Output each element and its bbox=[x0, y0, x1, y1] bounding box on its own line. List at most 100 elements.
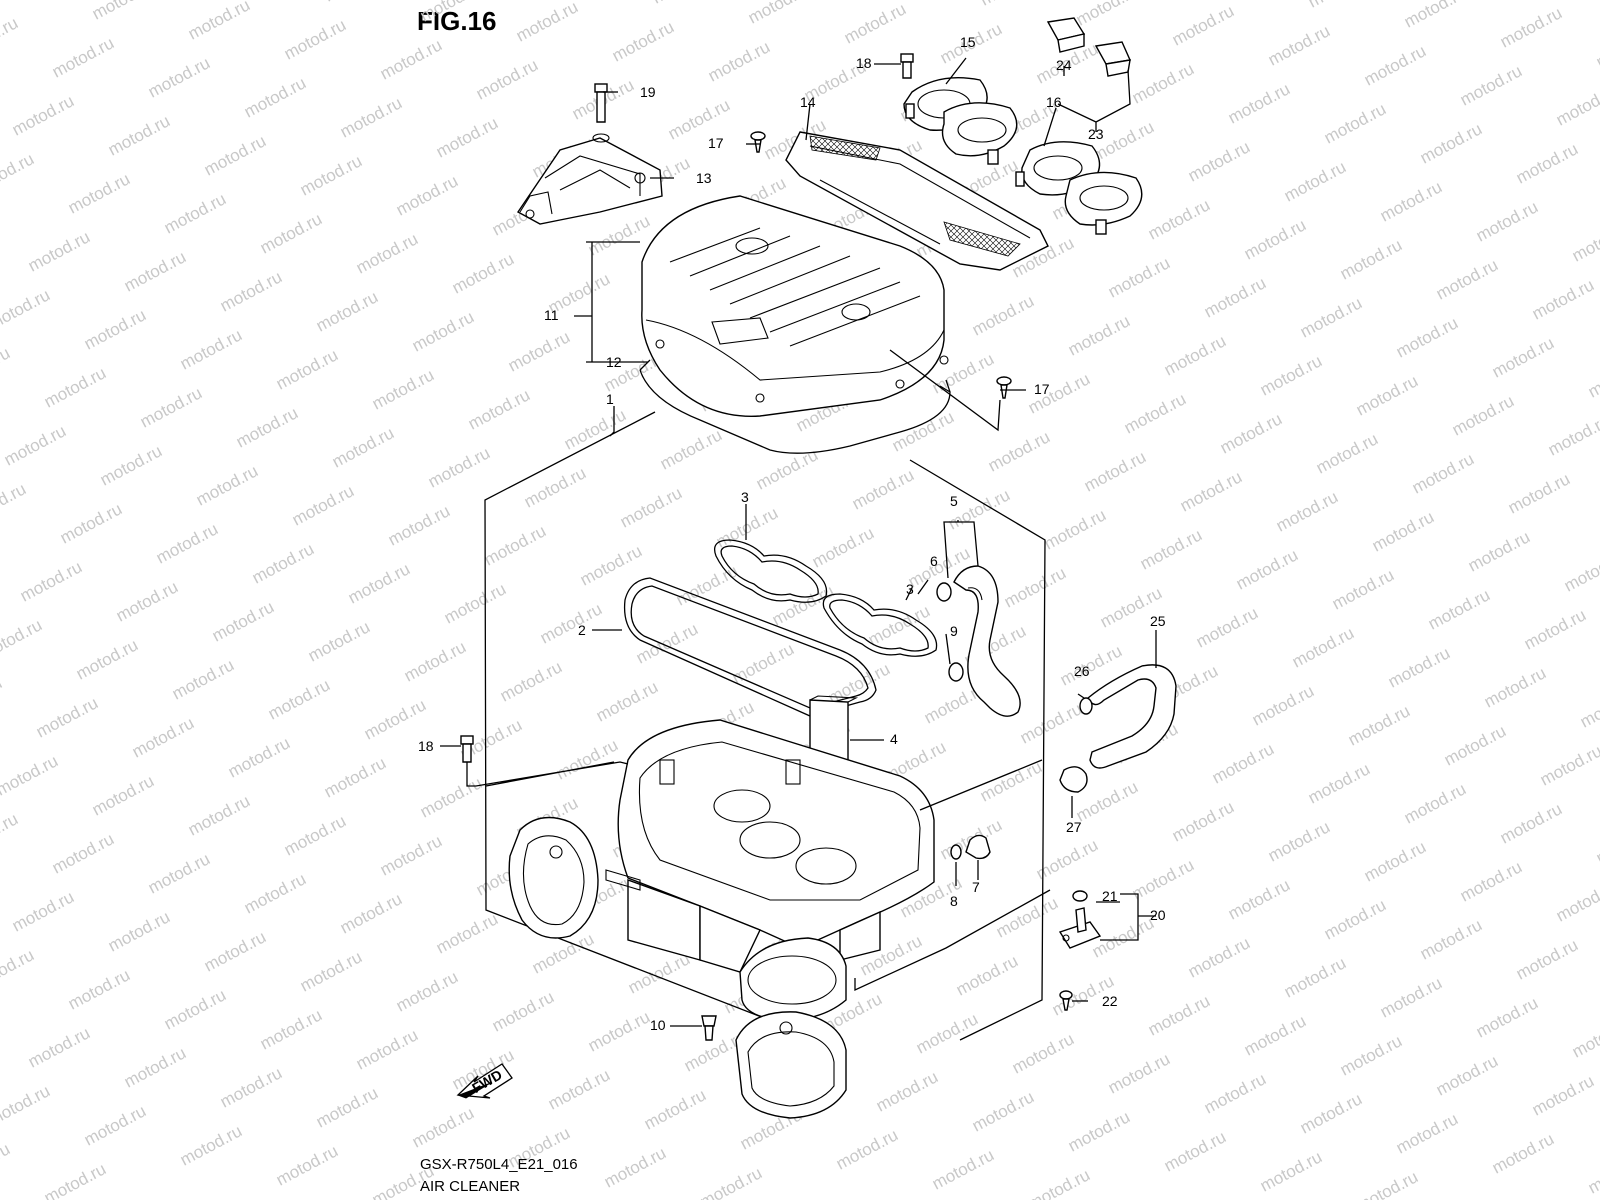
callout-19: 19 bbox=[640, 84, 656, 100]
drain-20[interactable] bbox=[1058, 907, 1102, 949]
callout-22: 22 bbox=[1102, 993, 1118, 1009]
watermark-text: motod.ru bbox=[585, 211, 653, 259]
clamp-27[interactable] bbox=[1059, 766, 1088, 793]
watermark-text: motod.ru bbox=[129, 713, 197, 761]
watermark-text: motod.ru bbox=[1065, 311, 1133, 359]
watermark-text: motod.ru bbox=[1009, 1029, 1077, 1077]
watermark-text: motod.ru bbox=[65, 169, 133, 217]
hose-5[interactable] bbox=[953, 565, 1021, 717]
seal-2[interactable] bbox=[623, 577, 877, 717]
velocity-stack-15[interactable] bbox=[903, 77, 1018, 165]
watermark-text: motod.ru bbox=[289, 481, 357, 529]
watermark-text: motod.ru bbox=[97, 441, 165, 489]
outlet-duct[interactable] bbox=[739, 937, 847, 1021]
watermark-text: motod.ru bbox=[1241, 215, 1309, 263]
watermark-text: motod.ru bbox=[1465, 527, 1533, 575]
watermark-text: motod.ru bbox=[193, 461, 261, 509]
air-cleaner-cap-11[interactable] bbox=[641, 195, 949, 417]
watermark-text: motod.ru bbox=[177, 325, 245, 373]
watermark-text: motod.ru bbox=[33, 693, 101, 741]
watermark-text: motod.ru bbox=[305, 617, 373, 665]
watermark-text: motod.ru bbox=[217, 1063, 285, 1111]
callout-18-top: 18 bbox=[856, 55, 872, 71]
watermark-text: motod.ru bbox=[241, 869, 309, 917]
watermark-text: motod.ru bbox=[49, 829, 117, 877]
watermark-text: motod.ru bbox=[257, 1005, 325, 1053]
callout-15: 15 bbox=[960, 34, 976, 50]
fwd-arrow-icon: FWD bbox=[456, 1063, 513, 1099]
gasket-12[interactable] bbox=[639, 359, 951, 454]
watermark-text: motod.ru bbox=[497, 657, 565, 705]
sensor-23[interactable] bbox=[1094, 41, 1132, 77]
watermark-text: motod.ru bbox=[1489, 333, 1557, 381]
cap-7[interactable] bbox=[965, 834, 991, 860]
velocity-stack-16[interactable] bbox=[1015, 141, 1143, 235]
watermark-text: motod.ru bbox=[1137, 525, 1205, 573]
watermark-text: motod.ru bbox=[25, 227, 93, 275]
watermark-text: motod.ru bbox=[0, 945, 37, 993]
watermark-text: motod.ru bbox=[233, 403, 301, 451]
hose-25[interactable] bbox=[1087, 664, 1177, 769]
watermark-text: motod.ru bbox=[481, 521, 549, 569]
watermark-text: motod.ru bbox=[273, 345, 341, 393]
watermark-text: motod.ru bbox=[369, 365, 437, 413]
watermark-text: motod.ru bbox=[185, 0, 253, 44]
watermark-text: motod.ru bbox=[1377, 973, 1445, 1021]
clamp-8[interactable] bbox=[950, 844, 962, 860]
watermark-text: motod.ru bbox=[1289, 623, 1357, 671]
screw-22[interactable] bbox=[1059, 990, 1073, 1011]
screw-17-top[interactable] bbox=[750, 131, 766, 153]
watermark-text: motod.ru bbox=[145, 53, 213, 101]
watermark-text: motod.ru bbox=[81, 305, 149, 353]
watermark-text: motod.ru bbox=[1001, 563, 1069, 611]
watermark-text: motod.ru bbox=[313, 1083, 381, 1131]
bolt-19[interactable] bbox=[592, 83, 610, 143]
watermark-text: motod.ru bbox=[209, 597, 277, 645]
watermark-text: motod.ru bbox=[1497, 799, 1565, 847]
watermark-text: motod.ru bbox=[273, 1141, 341, 1189]
seal-3-upper[interactable] bbox=[713, 539, 828, 603]
watermark-text: motod.ru bbox=[1593, 23, 1600, 71]
watermark-text: motod.ru bbox=[441, 579, 509, 627]
seal-3-lower[interactable] bbox=[822, 593, 938, 657]
clamp-9[interactable] bbox=[948, 662, 964, 682]
callout-5: 5 bbox=[950, 493, 958, 509]
watermark-text: motod.ru bbox=[1241, 1011, 1309, 1059]
watermark-text: motod.ru bbox=[1417, 915, 1485, 963]
watermark-text: motod.ru bbox=[65, 965, 133, 1013]
watermark-text: motod.ru bbox=[1569, 217, 1600, 265]
clamp-6[interactable] bbox=[936, 582, 952, 602]
rivet-10[interactable] bbox=[701, 1015, 717, 1041]
bolt-18-lower[interactable] bbox=[460, 735, 474, 763]
intake-snorkel[interactable] bbox=[508, 816, 599, 939]
watermark-text: motod.ru bbox=[1105, 253, 1173, 301]
bolt-18-top[interactable] bbox=[900, 53, 914, 79]
callout-25: 25 bbox=[1150, 613, 1166, 629]
duct-cover[interactable] bbox=[735, 1011, 847, 1119]
watermark-text: motod.ru bbox=[1121, 389, 1189, 437]
watermark-text: motod.ru bbox=[1361, 41, 1429, 89]
watermark-text: motod.ru bbox=[1529, 1071, 1597, 1119]
clamp-26[interactable] bbox=[1079, 697, 1093, 715]
watermark-text: motod.ru bbox=[1417, 119, 1485, 167]
watermark-text: motod.ru bbox=[913, 1009, 981, 1057]
watermark-text: motod.ru bbox=[433, 909, 501, 957]
watermark-text: motod.ru bbox=[1521, 605, 1589, 653]
watermark-text: motod.ru bbox=[1473, 993, 1541, 1041]
watermark-text: motod.ru bbox=[593, 677, 661, 725]
connector-24[interactable] bbox=[1046, 17, 1086, 53]
watermark-text: motod.ru bbox=[1073, 0, 1141, 30]
watermark-text: motod.ru bbox=[969, 1087, 1037, 1135]
watermark-text: motod.ru bbox=[809, 523, 877, 571]
screw-17-right[interactable] bbox=[996, 376, 1012, 399]
watermark-text: motod.ru bbox=[177, 1121, 245, 1169]
air-cleaner-case[interactable] bbox=[605, 719, 935, 973]
drain-plug-21[interactable] bbox=[1072, 890, 1088, 902]
watermark-text: motod.ru bbox=[1385, 643, 1453, 691]
watermark-text: motod.ru bbox=[1305, 759, 1373, 807]
bracket-13[interactable] bbox=[516, 137, 663, 225]
watermark-text: motod.ru bbox=[465, 385, 533, 433]
intake-duct-14[interactable] bbox=[785, 131, 1049, 271]
watermark-text: motod.ru bbox=[0, 479, 29, 527]
watermark-text: motod.ru bbox=[49, 33, 117, 81]
